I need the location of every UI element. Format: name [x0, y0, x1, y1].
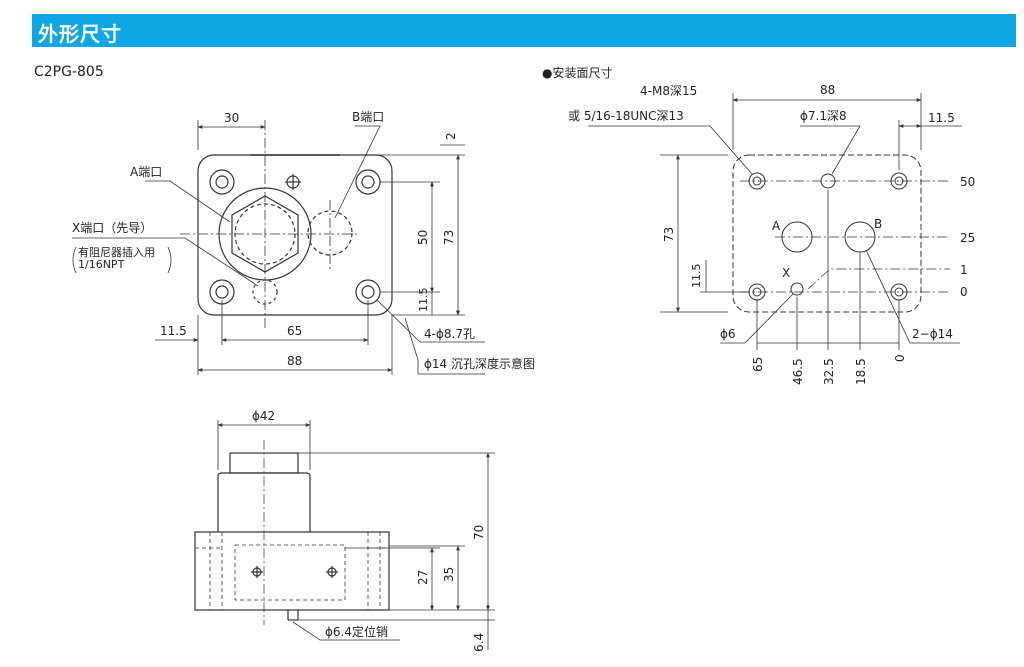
mount-label-x: X	[782, 266, 790, 280]
mount-x-32-5: 32.5	[822, 358, 836, 385]
side-dim-70: 70	[472, 525, 486, 540]
top-view-dimensions	[72, 120, 485, 375]
port-x-hole	[790, 282, 804, 296]
mount-face-drawing	[732, 154, 950, 313]
mount-screws-1: 4-M8深15	[640, 84, 697, 98]
side-dim-6-4: 6.4	[472, 633, 486, 652]
dim-50: 50	[416, 230, 430, 245]
note-damper-line1: 有阻尼器插入用	[78, 245, 155, 259]
mount-x-0: 0	[893, 354, 907, 362]
dim-65: 65	[287, 324, 302, 338]
mount-y-50: 50	[960, 175, 975, 189]
dim-30: 30	[224, 111, 239, 125]
mount-y-1: 1	[960, 263, 968, 277]
mount-face-title: ●安装面尺寸	[542, 66, 613, 80]
note-paren-left	[72, 246, 77, 274]
mount-y-25: 25	[960, 231, 975, 245]
dim-2: 2	[444, 132, 458, 140]
mount-face-outline	[732, 154, 922, 313]
model-number: C2PG-805	[34, 64, 104, 80]
mount-x-46-5: 46.5	[791, 358, 805, 385]
dim-88: 88	[287, 354, 302, 368]
mount-phi6: ϕ6	[720, 327, 736, 341]
side-pin-label: ϕ6.4定位销	[325, 624, 388, 639]
section-title: 外形尺寸	[38, 22, 122, 46]
dim-11-5-right: 11.5	[417, 288, 430, 313]
side-dim-35: 35	[442, 567, 456, 582]
mount-face-dimensions	[588, 93, 962, 350]
note-damper-line2: 1/16NPT	[78, 258, 125, 271]
port-b-hidden	[307, 210, 353, 256]
mount-dim-11-5-top: 11.5	[928, 111, 955, 125]
section-header-bar: 外形尺寸	[32, 14, 1016, 47]
side-dim-27: 27	[416, 570, 430, 585]
note-paren-right	[167, 246, 172, 274]
mount-y-0: 0	[960, 285, 968, 299]
mount-x-18-5: 18.5	[854, 358, 868, 385]
mount-dim-88: 88	[820, 83, 835, 97]
mount-x-65: 65	[751, 357, 765, 372]
label-port-b: B端口	[352, 110, 384, 124]
side-view-dimensions	[217, 420, 495, 650]
mount-screws-2: 或 5/16-18UNC深13	[568, 109, 684, 123]
mount-phi14: 2−ϕ14	[912, 327, 953, 341]
side-view-base	[194, 531, 390, 611]
mount-label-b: B	[874, 217, 882, 231]
label-port-a: A端口	[130, 165, 162, 179]
side-view-drawing	[194, 440, 390, 625]
label-counterbore: ϕ14 沉孔深度示意图	[424, 356, 535, 371]
top-view-drawing	[180, 120, 393, 330]
side-dim-42: ϕ42	[252, 409, 275, 423]
dim-73: 73	[442, 230, 456, 245]
label-port-x: X端口（先导）	[72, 221, 152, 235]
dim-11-5-left: 11.5	[160, 324, 187, 338]
mount-dim-11-5-left: 11.5	[690, 264, 703, 289]
mount-label-a: A	[772, 219, 781, 233]
label-holes: 4-ϕ8.7孔	[424, 327, 475, 341]
mount-pin-hole: ϕ7.1深8	[800, 109, 847, 123]
mount-dim-73: 73	[662, 227, 676, 242]
